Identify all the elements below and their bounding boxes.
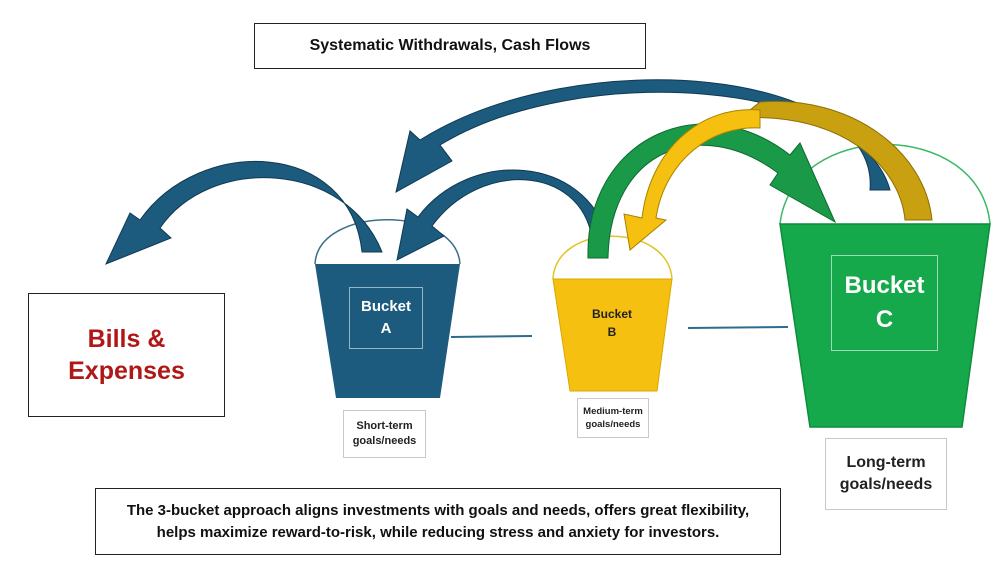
bucket-b-handle <box>552 235 673 280</box>
bucket-a <box>315 264 460 398</box>
long-term-line2: goals/needs <box>839 476 933 493</box>
bucket-c-label: Bucket C <box>831 255 938 351</box>
long-term-line1: Long-term <box>846 454 926 471</box>
short-term-label: Short-term goals/needs <box>343 410 426 458</box>
arrow-b-to-c <box>587 123 837 259</box>
medium-term-line1: Medium-term <box>583 406 643 417</box>
bucket-a-handle <box>314 219 461 265</box>
bills-expenses-box: Bills & Expenses <box>28 293 225 417</box>
connector-a-b <box>450 335 533 338</box>
summary-line1: The 3-bucket approach aligns investments… <box>126 501 750 519</box>
connector-b-c <box>687 326 789 329</box>
title-box: Systematic Withdrawals, Cash Flows <box>254 23 646 69</box>
long-term-label: Long-term goals/needs <box>825 438 947 510</box>
medium-term-label: Medium-term goals/needs <box>577 398 649 438</box>
bucket-b-line2: B <box>607 325 617 339</box>
arrow-b-to-a <box>396 169 609 261</box>
medium-term-line2: goals/needs <box>585 419 641 430</box>
arrow-a-to-bills <box>105 160 383 265</box>
arrow-c-to-b <box>623 109 761 251</box>
short-term-line2: goals/needs <box>352 435 417 447</box>
bills-line1: Bills & <box>87 325 166 353</box>
summary-line2: helps maximize reward-to-risk, while red… <box>156 523 720 541</box>
bucket-b-line1: Bucket <box>591 307 632 321</box>
arrow-c-to-a <box>395 79 891 193</box>
bucket-a-label: Bucket A <box>349 287 423 349</box>
bucket-a-line1: Bucket <box>360 298 412 315</box>
short-term-line1: Short-term <box>356 420 413 432</box>
bills-line2: Expenses <box>68 357 185 385</box>
bucket-c-line2: C <box>875 306 894 333</box>
summary-box: The 3-bucket approach aligns investments… <box>95 488 781 555</box>
bucket-b-label: Bucket B <box>578 299 646 347</box>
bucket-c-line1: Bucket <box>844 272 925 299</box>
bucket-b <box>552 278 673 392</box>
title-text: Systematic Withdrawals, Cash Flows <box>309 37 591 54</box>
bucket-a-line2: A <box>380 320 392 337</box>
